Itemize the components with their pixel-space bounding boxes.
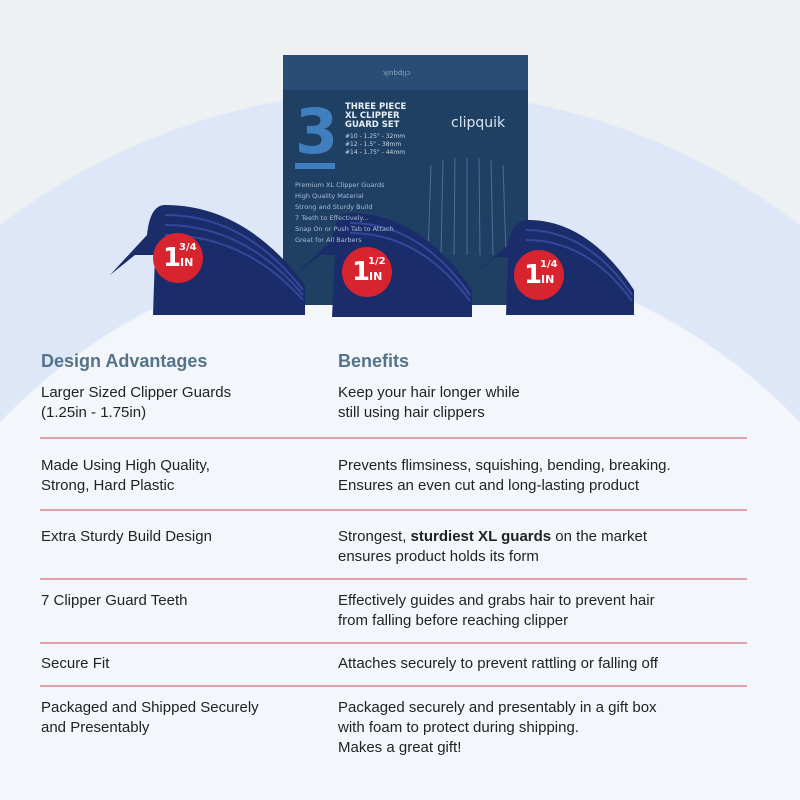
- advantage-cell: Extra Sturdy Build Design: [41, 527, 212, 547]
- box-feature: 7 Teeth to Effectively...: [295, 214, 369, 222]
- benefit-cell: Attaches securely to prevent rattling or…: [338, 654, 658, 674]
- row-divider: [40, 509, 747, 511]
- size-badge: 1 1/4 IN: [514, 250, 564, 300]
- badge-unit: IN: [541, 273, 555, 286]
- text-line: Effectively guides and grabs hair to pre…: [338, 592, 655, 609]
- text-span: on the market: [551, 528, 648, 545]
- box-size: #10 - 1.25" - 32mm: [345, 133, 406, 140]
- guard-outline-icon: [427, 157, 507, 256]
- header-design-advantages: Design Advantages: [41, 351, 208, 371]
- text-line: Makes a great gift!: [338, 739, 462, 756]
- text-line: Made Using High Quality,: [41, 457, 210, 474]
- box-title: THREE PIECE XL CLIPPER GUARD SET: [345, 102, 407, 130]
- box-feature: Premium XL Clipper Guards: [295, 181, 385, 189]
- box-feature: Snap On or Push Tab to Attach: [295, 225, 394, 233]
- box-features: Premium XL Clipper Guards High Quality M…: [295, 180, 405, 246]
- box-number: 3: [295, 95, 339, 168]
- bold-text: sturdiest XL guards: [410, 528, 552, 545]
- badge-fraction: 1/4: [540, 259, 558, 270]
- badge-whole: 1: [163, 243, 182, 273]
- row-divider: [40, 437, 747, 439]
- advantage-cell: 7 Clipper Guard Teeth: [41, 591, 187, 611]
- text-line: Strong, Hard Plastic: [41, 477, 175, 494]
- text-line: 7 Clipper Guard Teeth: [41, 592, 188, 609]
- text-line: Ensures an even cut and long-lasting pro…: [338, 477, 640, 494]
- text-line: still using hair clippers: [338, 404, 485, 421]
- text-line: Secure Fit: [41, 655, 110, 672]
- text-line: Attaches securely to prevent rattling or…: [338, 655, 658, 672]
- brand-logo: clipquik: [451, 115, 506, 131]
- text-line: Keep your hair longer while: [338, 384, 520, 401]
- box-feature: Great for All Barbers: [295, 236, 362, 244]
- header-benefits: Benefits: [338, 351, 410, 371]
- text-line: Strongest, sturdiest XL guards on the ma…: [338, 527, 647, 547]
- badge-fraction: 3/4: [179, 242, 197, 253]
- text-line: ensures product holds its form: [338, 548, 539, 565]
- box-size: #12 - 1.5" - 38mm: [345, 141, 402, 148]
- badge-unit: IN: [180, 256, 194, 269]
- text-line: Larger Sized Clipper Guards: [41, 384, 232, 401]
- box-sizes: #10 - 1.25" - 32mm #12 - 1.5" - 38mm #14…: [345, 133, 405, 157]
- row-divider: [40, 578, 747, 580]
- box-feature: High Quality Material: [295, 192, 364, 200]
- size-badge: 1 1/2 IN: [342, 247, 392, 297]
- box-top-logo: clipquik: [383, 69, 411, 77]
- advantage-cell: Made Using High Quality, Strong, Hard Pla…: [41, 456, 210, 496]
- text-line: Prevents flimsiness, squishing, bending,…: [338, 457, 671, 474]
- badge-fraction: 1/2: [368, 256, 386, 267]
- benefit-cell: Strongest, sturdiest XL guards on the ma…: [338, 527, 647, 567]
- advantage-cell: Secure Fit: [41, 654, 109, 674]
- advantage-cell: Packaged and Shipped Securely and Present…: [41, 698, 259, 738]
- badge-unit: IN: [369, 270, 383, 283]
- text-line: and Presentably: [41, 719, 150, 736]
- advantage-cell: Larger Sized Clipper Guards (1.25in - 1.7…: [41, 383, 231, 423]
- row-divider: [40, 642, 747, 644]
- box-feature: Strong and Sturdy Build: [295, 203, 373, 211]
- row-divider: [40, 685, 747, 687]
- text-line: Packaged and Shipped Securely: [41, 699, 259, 716]
- text-line: Packaged securely and presentably in a g…: [338, 699, 657, 716]
- text-line: from falling before reaching clipper: [338, 612, 569, 629]
- benefit-cell: Effectively guides and grabs hair to pre…: [338, 591, 655, 631]
- text-line: (1.25in - 1.75in): [41, 404, 147, 421]
- box-number-underline: [295, 163, 335, 169]
- size-badge: 1 3/4 IN: [153, 233, 203, 283]
- benefit-cell: Packaged securely and presentably in a g…: [338, 698, 657, 758]
- text-line: with foam to protect during shipping.: [338, 719, 579, 736]
- benefit-cell: Keep your hair longer while still using h…: [338, 383, 520, 423]
- box-size: #14 - 1.75" - 44mm: [345, 149, 406, 156]
- badge-whole: 1: [352, 257, 371, 287]
- text-line: Extra Sturdy Build Design: [41, 528, 212, 545]
- benefit-cell: Prevents flimsiness, squishing, bending,…: [338, 456, 671, 496]
- badge-whole: 1: [524, 260, 543, 290]
- clipper-guard-1-3-4: [110, 205, 305, 315]
- text-span: Strongest,: [338, 528, 411, 545]
